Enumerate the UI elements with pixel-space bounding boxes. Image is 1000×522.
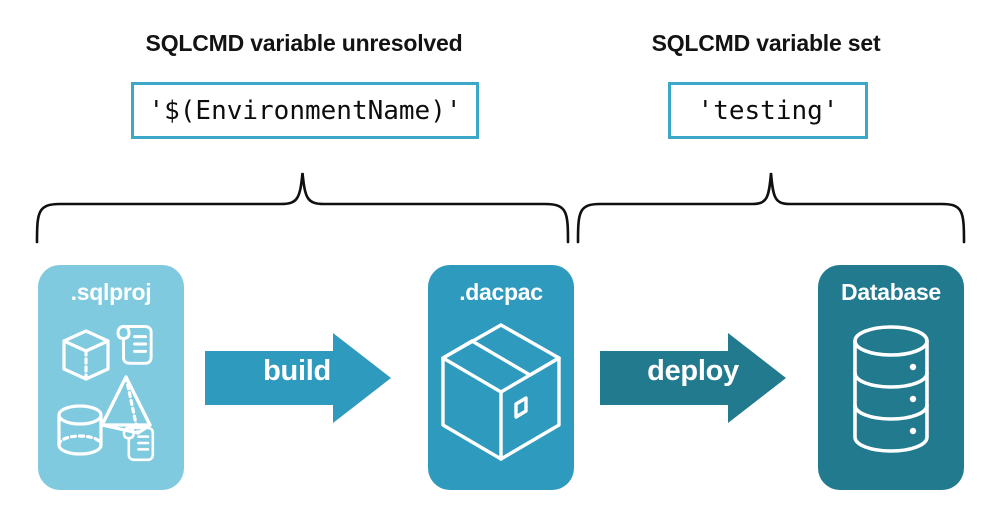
- package-box-icon: [441, 323, 561, 461]
- arrow-build: [205, 333, 391, 423]
- stage-label-database: Database: [841, 279, 941, 305]
- group-heading-unresolved: SQLCMD variable unresolved: [145, 30, 463, 56]
- dacpac-artwork: [441, 323, 561, 461]
- brace-set: [576, 172, 966, 244]
- brace-unresolved: [35, 172, 570, 244]
- cylinder-icon: [57, 404, 103, 456]
- stage-box-dacpac: .dacpac: [428, 265, 574, 490]
- sqlproj-artwork: [57, 325, 155, 462]
- group-heading-set: SQLCMD variable set: [651, 30, 881, 56]
- code-value-set: 'testing': [668, 82, 868, 139]
- stage-box-database: Database: [818, 265, 964, 490]
- scroll-icon: [122, 426, 155, 462]
- stage-label-dacpac: .dacpac: [459, 279, 543, 305]
- code-value-unresolved: '$(EnvironmentName)': [131, 82, 479, 139]
- database-artwork: [853, 325, 929, 453]
- database-cylinder-icon: [853, 325, 929, 453]
- scroll-icon: [116, 325, 153, 365]
- stage-box-sqlproj: .sqlproj: [38, 265, 184, 490]
- stage-label-sqlproj: .sqlproj: [70, 279, 152, 305]
- cube-icon: [62, 329, 110, 381]
- arrow-deploy: [600, 333, 786, 423]
- pyramid-icon: [100, 375, 152, 435]
